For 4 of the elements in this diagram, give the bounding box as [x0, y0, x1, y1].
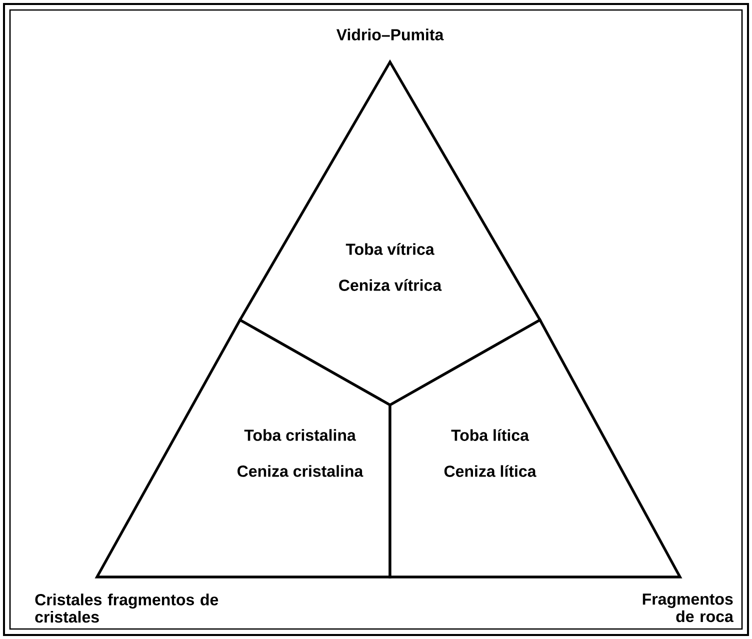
corner-label: Vidrio–Pumita: [336, 28, 444, 40]
classification-field: Toba lítica Ceniza lítica: [388, 318, 682, 578]
corner-label: Fragmentos de roca: [642, 594, 734, 622]
corner-label: Cristales fragmentos de cristales: [35, 594, 218, 623]
